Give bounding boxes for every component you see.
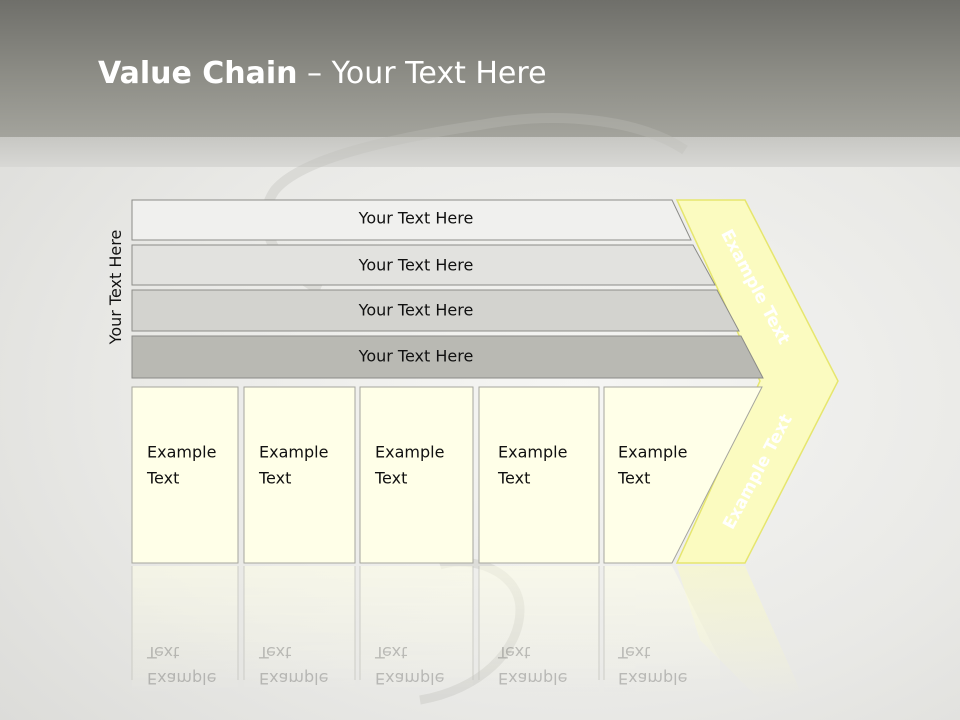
- svg-text:Example: Example: [147, 669, 216, 688]
- svg-text:Text: Text: [374, 643, 407, 662]
- slide-title: Value Chain – Your Text Here: [98, 56, 547, 91]
- title-bar: [0, 0, 960, 137]
- svg-text:Example: Example: [498, 669, 567, 688]
- activity-line2: Text: [258, 469, 291, 488]
- activity-line2: Text: [146, 469, 179, 488]
- activity-line1: Example: [147, 443, 216, 462]
- support-row-1: Your Text Here: [131, 199, 692, 241]
- activities-reflection: [131, 566, 720, 696]
- svg-text:Text: Text: [617, 643, 650, 662]
- svg-text:Text: Text: [146, 643, 179, 662]
- support-row-label: Your Text Here: [358, 301, 474, 320]
- activities-reflection-text: Example Text Example Text Example Text E…: [146, 643, 687, 688]
- activity-line1: Example: [618, 443, 687, 462]
- activity-line2: Text: [497, 469, 530, 488]
- primary-activity-2: Example Text: [243, 386, 356, 564]
- svg-text:Text: Text: [258, 643, 291, 662]
- primary-activity-5: Example Text: [603, 386, 763, 564]
- value-arrow-reflection: [677, 566, 800, 700]
- support-row-label: Your Text Here: [358, 256, 474, 275]
- svg-text:Example: Example: [375, 669, 444, 688]
- support-row-4: Your Text Here: [131, 335, 764, 379]
- support-row-label: Your Text Here: [358, 209, 474, 228]
- svg-text:Example: Example: [618, 669, 687, 688]
- slide-title-rest: – Your Text Here: [297, 56, 547, 91]
- activity-line2: Text: [374, 469, 407, 488]
- support-row-label: Your Text Here: [358, 347, 474, 366]
- svg-text:Text: Text: [497, 643, 530, 662]
- title-band: [0, 137, 960, 167]
- value-arrow: [675, 199, 839, 564]
- support-row-3: Your Text Here: [131, 289, 740, 332]
- primary-activity-3: Example Text: [359, 386, 474, 564]
- slide-title-bold: Value Chain: [98, 56, 298, 91]
- activity-line2: Text: [617, 469, 650, 488]
- primary-activity-4: Example Text: [478, 386, 600, 564]
- support-row-2: Your Text Here: [131, 244, 716, 286]
- primary-activity-1: Example Text: [131, 386, 239, 564]
- activity-line1: Example: [375, 443, 444, 462]
- activity-line1: Example: [259, 443, 328, 462]
- activity-line1: Example: [498, 443, 567, 462]
- svg-text:Example: Example: [259, 669, 328, 688]
